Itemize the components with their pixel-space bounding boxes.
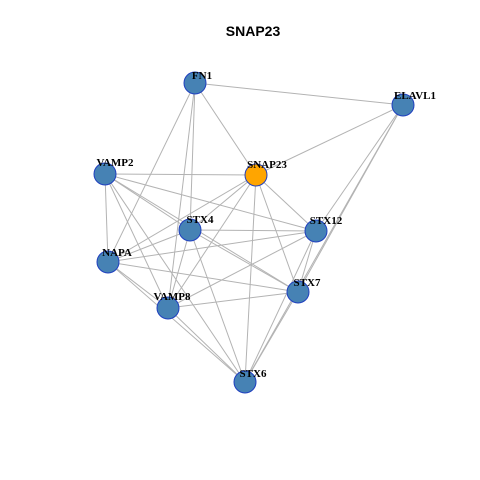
edge-snap23-stx6 — [244, 174, 257, 383]
edge-vamp2-stx6 — [104, 173, 246, 383]
edge-vamp2-stx12 — [104, 173, 317, 232]
edge-vamp2-napa — [104, 173, 109, 263]
node-label-vamp8: VAMP8 — [153, 291, 191, 303]
node-stx12: STX12 — [304, 215, 343, 243]
node-circle-vamp8 — [156, 296, 180, 320]
node-circle-vamp2 — [93, 162, 117, 186]
edge-elavl1-stx6 — [244, 104, 404, 383]
edge-stx4-stx7 — [189, 229, 299, 293]
edge-fn1-napa — [107, 82, 196, 263]
edge-vamp2-vamp8 — [104, 173, 169, 309]
node-label-napa: NAPA — [102, 247, 132, 259]
edge-stx4-stx12 — [189, 229, 317, 232]
node-circle-snap23 — [244, 163, 268, 187]
edge-snap23-stx4 — [189, 174, 257, 231]
node-circle-elavl1 — [391, 93, 415, 117]
node-vamp8: VAMP8 — [153, 291, 191, 320]
edge-stx4-vamp8 — [167, 229, 191, 309]
edge-stx4-napa — [107, 229, 191, 263]
node-label-stx4: STX4 — [187, 214, 214, 226]
node-fn1: FN1 — [183, 70, 212, 95]
node-circle-stx12 — [304, 219, 328, 243]
edge-snap23-vamp8 — [167, 174, 257, 309]
edge-napa-vamp8 — [107, 261, 169, 309]
node-label-stx12: STX12 — [310, 215, 343, 227]
node-snap23: SNAP23 — [244, 159, 287, 187]
edge-napa-stx7 — [107, 261, 299, 293]
edge-vamp8-stx6 — [167, 307, 246, 383]
node-circle-stx6 — [233, 370, 257, 394]
edge-stx7-stx6 — [244, 291, 299, 383]
edge-stx12-stx6 — [244, 230, 317, 383]
edge-vamp2-stx7 — [104, 173, 299, 293]
edge-vamp2-stx4 — [104, 173, 191, 231]
graph-title: SNAP23 — [226, 23, 281, 39]
edge-layer — [104, 82, 404, 383]
node-label-snap23: SNAP23 — [247, 159, 287, 171]
node-napa: NAPA — [96, 247, 132, 274]
node-label-elavl1: ELAVL1 — [394, 90, 436, 102]
edge-stx4-stx6 — [189, 229, 246, 383]
node-label-fn1: FN1 — [192, 70, 212, 82]
edge-fn1-vamp8 — [167, 82, 196, 309]
edge-stx12-vamp8 — [167, 230, 317, 309]
node-circle-napa — [96, 250, 120, 274]
node-stx7: STX7 — [286, 277, 321, 304]
node-circle-stx4 — [178, 218, 202, 242]
edge-stx12-napa — [107, 230, 317, 263]
edge-elavl1-stx12 — [315, 104, 404, 232]
node-label-stx7: STX7 — [294, 277, 321, 289]
edge-fn1-stx4 — [189, 82, 196, 231]
node-label-stx6: STX6 — [240, 368, 267, 380]
edge-fn1-elavl1 — [194, 82, 404, 106]
node-circle-fn1 — [183, 71, 207, 95]
edge-snap23-stx7 — [255, 174, 299, 293]
edge-vamp2-snap23 — [104, 173, 257, 176]
edge-napa-stx6 — [107, 261, 246, 383]
node-stx6: STX6 — [233, 368, 267, 394]
node-vamp2: VAMP2 — [93, 157, 134, 186]
node-circle-stx7 — [286, 280, 310, 304]
node-label-vamp2: VAMP2 — [96, 157, 134, 169]
edge-elavl1-snap23 — [255, 104, 404, 176]
node-elavl1: ELAVL1 — [391, 90, 436, 117]
edge-snap23-napa — [107, 174, 257, 263]
edge-fn1-snap23 — [194, 82, 257, 176]
node-stx4: STX4 — [178, 214, 214, 242]
edge-stx7-vamp8 — [167, 291, 299, 309]
edge-snap23-stx12 — [255, 174, 317, 232]
